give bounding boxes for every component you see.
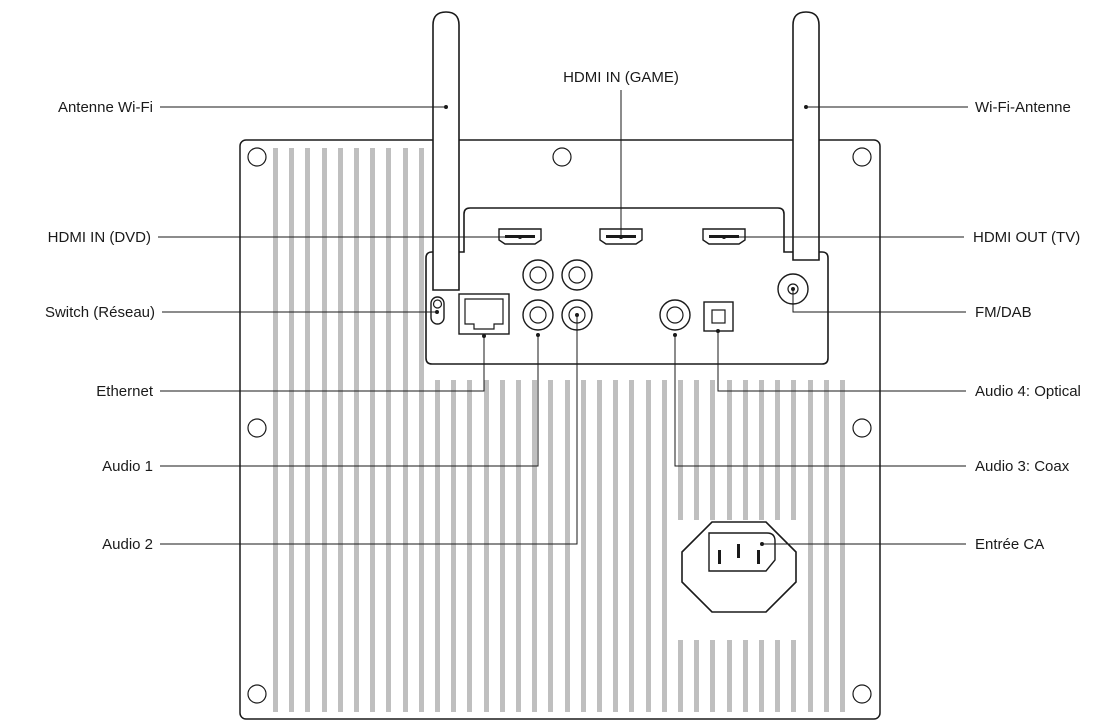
ac-input-socket <box>681 521 797 613</box>
wifi-antenna-left <box>432 11 460 291</box>
cooling-fin <box>289 148 294 712</box>
cooling-fin <box>484 380 489 712</box>
cooling-fin <box>451 380 456 712</box>
cooling-fin <box>370 148 375 712</box>
cooling-fin <box>629 380 634 712</box>
cooling-fin <box>467 380 472 712</box>
label-audio-2: Audio 2 <box>102 536 153 553</box>
device-enclosure <box>239 139 881 720</box>
cooling-fin <box>565 380 570 712</box>
label-ac-input: Entrée CA <box>975 536 1044 553</box>
cooling-fin <box>710 640 715 712</box>
cooling-fin <box>743 640 748 712</box>
cooling-fin <box>403 148 408 712</box>
label-ethernet: Ethernet <box>96 383 154 400</box>
cooling-fin <box>824 380 829 712</box>
cooling-fin <box>840 380 845 712</box>
network-switch <box>430 296 445 325</box>
cooling-fin <box>435 380 440 712</box>
cooling-fin <box>759 640 764 712</box>
screw-holes <box>247 147 872 704</box>
cooling-fin <box>516 380 521 712</box>
label-hdmi-in-game: HDMI IN (GAME) <box>563 69 679 86</box>
cooling-fins <box>273 148 845 712</box>
cooling-fin <box>322 148 327 712</box>
cooling-fin <box>386 148 391 712</box>
leader-lines <box>158 90 968 546</box>
label-audio-3-coax: Audio 3: Coax <box>975 458 1070 475</box>
cooling-fin <box>532 380 537 712</box>
cooling-fin <box>613 380 618 712</box>
cooling-fin <box>597 380 602 712</box>
cooling-fin <box>727 380 732 520</box>
cooling-fin <box>743 380 748 520</box>
cooling-fin <box>775 640 780 712</box>
labels: Antenne Wi-Fi HDMI IN (GAME) Wi-Fi-Anten… <box>45 69 1081 553</box>
label-switch-network: Switch (Réseau) <box>45 304 155 321</box>
label-antenna-wifi-left: Antenne Wi-Fi <box>58 99 153 116</box>
label-fm-dab: FM/DAB <box>975 304 1032 321</box>
cooling-fin <box>646 380 651 712</box>
cooling-fin <box>694 380 699 520</box>
cooling-fin <box>338 148 343 712</box>
cooling-fin <box>273 148 278 712</box>
label-audio-1: Audio 1 <box>102 458 153 475</box>
label-audio-4-optical: Audio 4: Optical <box>975 383 1081 400</box>
label-hdmi-in-dvd: HDMI IN (DVD) <box>48 229 151 246</box>
cooling-fin <box>678 380 683 520</box>
cooling-fin <box>548 380 553 712</box>
cooling-fin <box>727 640 732 712</box>
cooling-fin <box>791 640 796 712</box>
wifi-antenna-right <box>792 11 820 261</box>
cooling-fin <box>791 380 796 520</box>
cooling-fin <box>419 148 424 712</box>
cooling-fin <box>662 380 667 712</box>
label-antenna-wifi-right: Wi-Fi-Antenne <box>975 99 1071 116</box>
connector-panel <box>425 207 829 365</box>
cooling-fin <box>354 148 359 712</box>
cooling-fin <box>759 380 764 520</box>
cooling-fin <box>808 380 813 712</box>
cooling-fin <box>694 640 699 712</box>
cooling-fin <box>500 380 505 712</box>
cooling-fin <box>305 148 310 712</box>
cooling-fin <box>710 380 715 520</box>
cooling-fin <box>678 640 683 712</box>
label-hdmi-out-tv: HDMI OUT (TV) <box>973 229 1080 246</box>
cooling-fin <box>581 380 586 712</box>
cooling-fin <box>775 380 780 520</box>
